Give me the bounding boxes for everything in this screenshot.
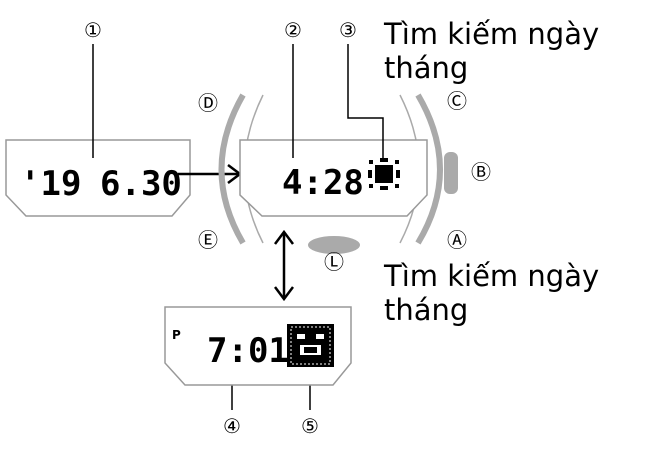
- year-text: '19: [20, 164, 81, 204]
- vertical-arrow: [274, 229, 294, 302]
- callout-2: ②: [284, 18, 302, 42]
- callout-1: ①: [84, 18, 102, 42]
- left-display: '19 6.30: [5, 139, 191, 217]
- sun-icon: [368, 158, 400, 190]
- bottom-display: P 7:01: [164, 306, 352, 386]
- callout-4: ④: [223, 414, 241, 438]
- date-text: 6.30: [100, 164, 182, 204]
- callout-3: ③: [339, 18, 357, 42]
- button-b-label: Ⓑ: [471, 160, 491, 184]
- center-display: 4:28: [239, 139, 428, 217]
- pm-indicator: P: [172, 328, 181, 342]
- button-d-label: Ⓓ: [198, 91, 218, 115]
- button-c-label: Ⓒ: [447, 89, 467, 113]
- light-button: Ⓛ: [308, 236, 360, 274]
- caption-top: Tìm kiếm ngày tháng: [384, 17, 600, 85]
- button-l-label: Ⓛ: [324, 250, 344, 274]
- moon-phase-icon: [287, 324, 334, 367]
- caption-bottom: Tìm kiếm ngày tháng: [384, 259, 600, 327]
- button-e-label: Ⓔ: [198, 228, 218, 252]
- callout-5: ⑤: [301, 414, 319, 438]
- bezel: [218, 93, 458, 245]
- button-a-label: Ⓐ: [447, 228, 467, 252]
- button-b-nub: [444, 152, 458, 194]
- bottom-time-text: 7:01: [207, 331, 289, 371]
- time-text: 4:28: [282, 163, 364, 203]
